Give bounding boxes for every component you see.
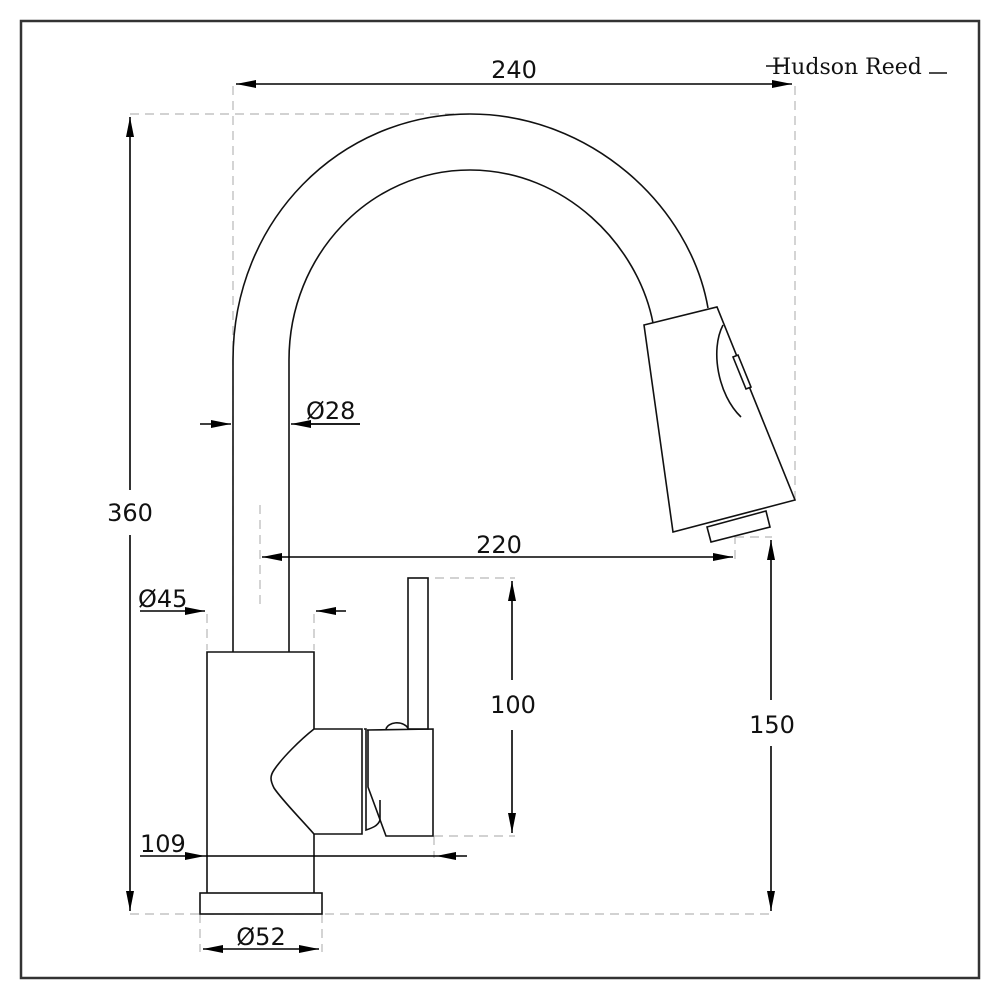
brand-name: Hudson Reed xyxy=(772,55,922,80)
spout xyxy=(232,113,709,652)
dim-spout-reach: 220 xyxy=(476,531,522,559)
dim-spout-diameter: Ø28 xyxy=(306,397,355,425)
dim-base-diameter: Ø52 xyxy=(236,923,285,951)
dim-overall-width: 240 xyxy=(491,56,537,84)
base-plate xyxy=(199,892,323,915)
tap-body xyxy=(206,651,434,893)
dimension-labels: 240 360 Ø28 220 Ø45 100 150 109 Ø52 xyxy=(107,56,795,951)
dim-body-depth: 109 xyxy=(140,830,186,858)
lever-handle xyxy=(407,577,429,730)
dim-lever-height: 100 xyxy=(490,691,536,719)
dim-overall-height: 360 xyxy=(107,499,153,527)
dim-body-diameter: Ø45 xyxy=(138,585,187,613)
dim-outlet-height: 150 xyxy=(749,711,795,739)
spray-head xyxy=(643,306,797,543)
brand-logo: Hudson Reed xyxy=(766,55,947,80)
drawing-frame xyxy=(19,19,981,980)
